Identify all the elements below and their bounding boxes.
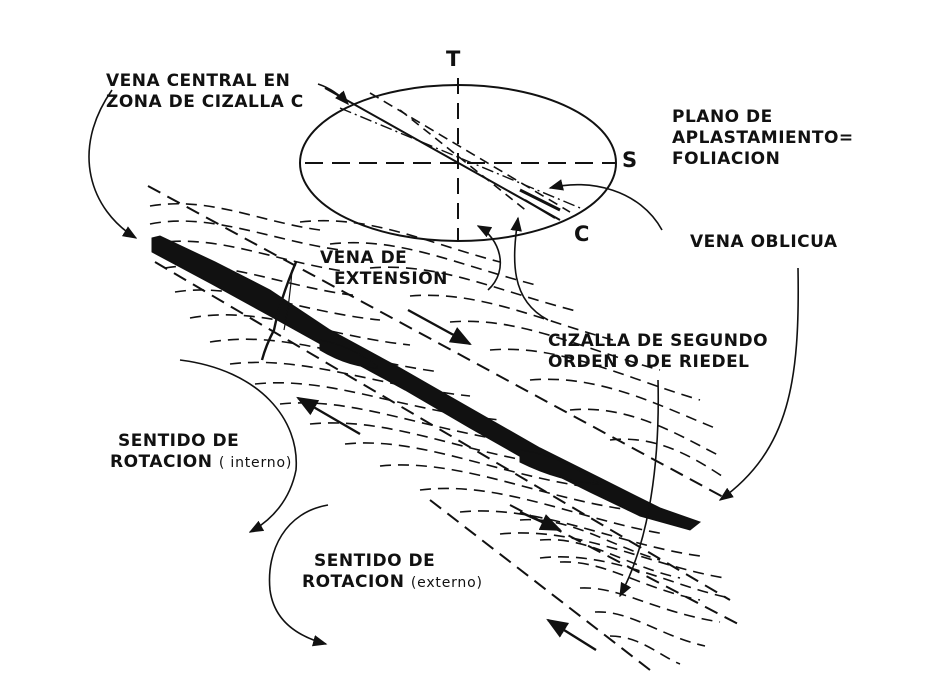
leader-rotation-internal — [179, 359, 297, 533]
rotation-internal-label: SENTIDO DE ROTACION ( interno) — [110, 431, 292, 474]
central-vein-body — [151, 235, 702, 531]
cizalla-label: CIZALLA DE SEGUNDO ORDEN O DE RIEDEL — [548, 331, 768, 373]
shear-sense-arrows — [296, 308, 597, 652]
rotation-external-line2: ROTACION (externo) — [302, 572, 483, 594]
plano-line1: PLANO DE — [672, 107, 773, 127]
cizalla-line2: ORDEN O DE RIEDEL — [548, 352, 750, 372]
rotation-internal-main: ROTACION — [110, 452, 213, 472]
central-vein — [151, 235, 702, 531]
riedel-arrow-upper — [519, 510, 562, 532]
leader-cizalla-zone — [619, 379, 660, 598]
vena-central-line2: ZONA DE CIZALLA C — [106, 92, 304, 112]
leader-plano — [548, 179, 663, 231]
riedel-dash-line — [399, 109, 529, 213]
riedel-arrow-lower — [546, 618, 597, 652]
rotation-external-line1: SENTIDO DE — [314, 551, 436, 571]
vena-central-label: VENA CENTRAL EN ZONA DE CIZALLA C — [106, 71, 304, 113]
strain-ellipse-group — [299, 78, 617, 242]
vena-extension-line1: VENA DE — [320, 248, 408, 268]
s-axis-label: S — [622, 148, 638, 172]
central-vein-lens-2 — [519, 449, 602, 485]
rotation-external-paren: (externo) — [410, 575, 483, 591]
extension-vein-in-zone — [260, 261, 298, 361]
leader-vena-central-ellipse — [317, 83, 349, 106]
t-axis-label: T — [446, 47, 461, 71]
c-plane-line — [324, 87, 561, 221]
rotation-internal-paren: ( interno) — [218, 455, 293, 471]
central-vein-lens-1 — [319, 339, 382, 369]
shear-arrow-lower — [296, 396, 361, 436]
dashdot-line — [339, 107, 586, 211]
leader-vena-central — [88, 89, 138, 239]
leader-arrows — [88, 83, 800, 647]
plano-line3: FOLIACION — [672, 149, 781, 169]
c-axis-label: C — [574, 222, 590, 246]
rotation-internal-line2: ROTACION ( interno) — [110, 452, 292, 474]
c-plane-segment-2 — [524, 199, 556, 219]
extension-vein-in-zone-2 — [283, 269, 293, 331]
c-plane-segment — [519, 188, 561, 212]
rotation-external-main: ROTACION — [302, 572, 405, 592]
shear-arrow-upper — [407, 308, 472, 346]
leader-vena-extension — [476, 225, 502, 291]
rotation-internal-line1: SENTIDO DE — [118, 431, 240, 451]
plano-line2: APLASTAMIENTO= — [672, 128, 854, 148]
vena-central-line1: VENA CENTRAL EN — [106, 71, 291, 91]
cizalla-line1: CIZALLA DE SEGUNDO — [548, 331, 769, 351]
plano-label: PLANO DE APLASTAMIENTO= FOLIACION — [672, 107, 854, 170]
shear-zone-boundaries — [147, 185, 741, 671]
vena-extension-label: VENA DE EXTENSION — [320, 248, 448, 290]
vena-oblicua-label: VENA OBLICUA — [690, 232, 838, 252]
lower-boundary — [154, 261, 731, 601]
riedel-boundary-lower — [429, 499, 651, 671]
leader-cizalla-ellipse — [510, 216, 549, 321]
leader-vena-oblicua — [718, 267, 800, 501]
vena-extension-line2: EXTENSION — [334, 269, 448, 289]
rotation-external-label: SENTIDO DE ROTACION (externo) — [302, 551, 483, 594]
leader-rotation-external — [268, 504, 329, 647]
